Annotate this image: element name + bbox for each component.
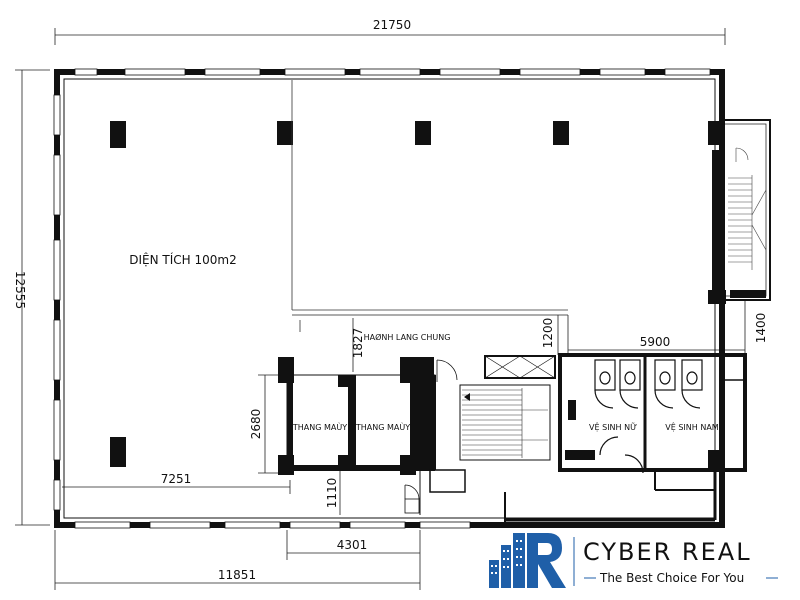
dimension-lines	[15, 28, 746, 590]
dimension-labels: 21750 12555 7251 4301 11851 2680 1827 12…	[13, 18, 768, 582]
outer-walls	[54, 69, 725, 528]
dim-corridor-depth: 1827	[351, 328, 365, 359]
building-icon	[489, 533, 566, 588]
dim-lobby-depth: 1110	[325, 478, 339, 509]
dim-overall-width: 21750	[373, 18, 411, 32]
interior-lines	[291, 80, 568, 332]
window-openings	[53, 68, 711, 529]
main-area-label: DIỆN TÍCH 100m2	[129, 252, 236, 267]
elevator-1-label: THANG MAÙY	[292, 421, 347, 432]
brand-logo: CYBER REAL The Best Choice For You	[484, 528, 800, 600]
wc-block	[558, 353, 747, 474]
dim-left-span: 7251	[161, 472, 192, 486]
brand-tagline: The Best Choice For You	[599, 571, 744, 585]
lobby-walls	[404, 469, 717, 525]
room-labels: DIỆN TÍCH 100m2 HAØNH LANG CHUNG THANG M…	[129, 252, 719, 433]
dim-stair-right: 1400	[754, 313, 768, 344]
dim-elevator-span: 4301	[337, 538, 368, 552]
dim-stair-depth: 1200	[541, 318, 555, 349]
stair-right	[712, 119, 771, 301]
dim-overall-height: 12555	[13, 271, 27, 309]
brand-name: CYBER REAL	[583, 538, 752, 566]
wc-female-label: VỆ SINH NỮ	[589, 421, 637, 433]
dim-bottom-span: 11851	[218, 568, 256, 582]
stair-central	[436, 355, 556, 461]
wc-male-label: VỆ SINH NAM	[665, 421, 719, 433]
elevator-core	[278, 357, 436, 475]
corridor-label: HAØNH LANG CHUNG	[364, 332, 451, 342]
columns	[110, 121, 726, 470]
elevator-2-label: THANG MAÙY	[355, 421, 410, 432]
dim-elevator-depth: 2680	[249, 409, 263, 440]
dim-wc-width: 5900	[640, 335, 671, 349]
